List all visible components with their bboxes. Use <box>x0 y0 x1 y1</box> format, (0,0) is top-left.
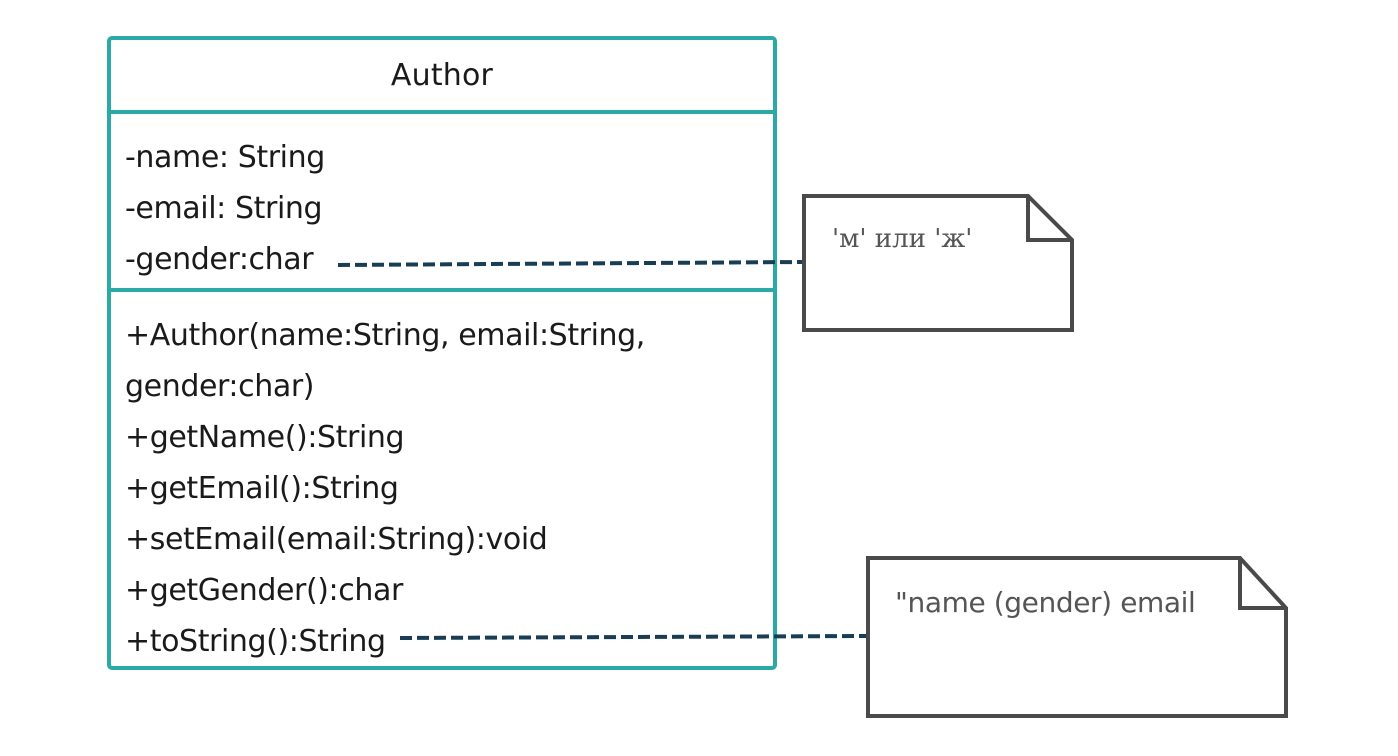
class-name: Author <box>390 57 494 93</box>
attribute-email: -email: String <box>125 191 323 226</box>
attribute-name: -name: String <box>125 140 325 175</box>
note-gender-text: 'м' или 'ж' <box>832 224 973 254</box>
attribute-gender: -gender:char <box>125 242 314 277</box>
methods-compartment: +Author(name:String, email:String, gende… <box>111 292 773 667</box>
attributes-compartment: -name: String -email: String -gender:cha… <box>111 114 773 292</box>
method-set-email: +setEmail(email:String):void <box>125 522 548 557</box>
method-get-gender: +getGender():char <box>125 573 403 608</box>
note-tostring-text: "name (gender) email <box>895 586 1196 619</box>
method-to-string: +toString():String <box>125 624 386 659</box>
method-constructor-continued: gender:char) <box>125 369 315 404</box>
note-gender[interactable] <box>802 194 1074 332</box>
uml-class-author[interactable]: Author -name: String -email: String -gen… <box>107 36 777 670</box>
method-constructor: +Author(name:String, email:String, <box>125 318 645 353</box>
note-tostring[interactable] <box>866 556 1288 718</box>
method-get-email: +getEmail():String <box>125 471 399 506</box>
class-name-compartment: Author <box>111 40 773 114</box>
method-get-name: +getName():String <box>125 420 405 455</box>
